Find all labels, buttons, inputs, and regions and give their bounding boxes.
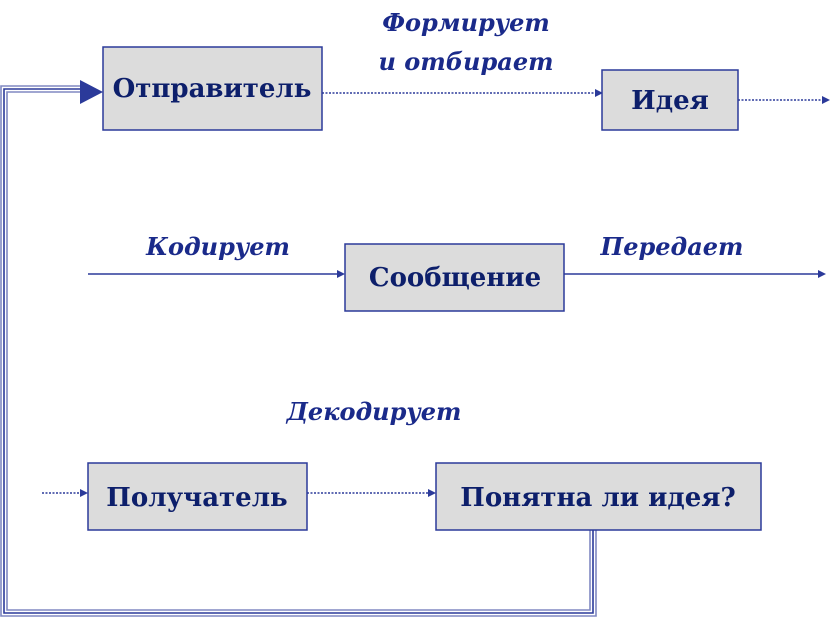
sender-box: Отправитель: [102, 46, 323, 131]
feedback-arrowhead: [80, 80, 103, 104]
message-label: Сообщение: [369, 263, 541, 293]
verb-forms-line2: и отбирает: [379, 47, 554, 76]
arrow-into-receiver: [42, 489, 88, 497]
arrow-idea-out: [738, 96, 830, 104]
verb-transmits: Передает: [600, 232, 744, 261]
arrow-sender-to-idea: [322, 89, 603, 97]
verb-forms-line1: Формирует: [382, 8, 550, 37]
idea-label: Идея: [631, 86, 709, 116]
idea-box: Идея: [601, 69, 739, 131]
arrow-receiver-to-question: [307, 489, 436, 497]
receiver-box: Получатель: [87, 462, 308, 531]
understood-box: Понятна ли идея?: [435, 462, 762, 531]
verb-decodes: Декодирует: [286, 397, 462, 426]
feedback-loop: [0, 80, 597, 617]
arrow-message-out: [564, 270, 826, 278]
message-box: Сообщение: [344, 243, 565, 312]
understood-label: Понятна ли идея?: [460, 483, 735, 513]
sender-label: Отправитель: [113, 74, 312, 104]
receiver-label: Получатель: [106, 483, 287, 513]
arrow-into-message: [88, 270, 345, 278]
verb-encodes: Кодирует: [145, 232, 290, 261]
